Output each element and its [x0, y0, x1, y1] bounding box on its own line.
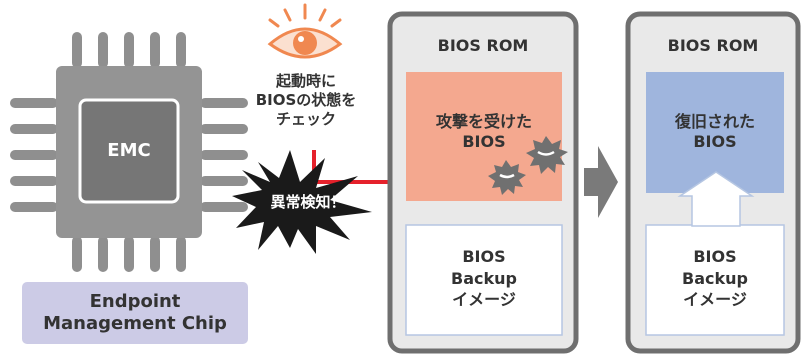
emc-text: EMC [107, 140, 151, 161]
chip-pins-left [10, 98, 58, 212]
monitor-caption: 起動時に BIOSの状態を チェック [246, 72, 366, 128]
attacked-backup-line1: BIOS [462, 247, 506, 266]
restored-bios-line2: BIOS [693, 132, 737, 151]
restored-backup-line2: Backup [682, 268, 748, 288]
restored-backup-block [645, 224, 785, 336]
attacked-backup-line2: Backup [451, 268, 517, 288]
malware-icon [488, 160, 526, 195]
monitor-caption-line1: 起動時に [275, 72, 336, 90]
chip-pins-bottom [72, 236, 186, 272]
attacked-bios-line1: 攻撃を受けた [435, 112, 532, 131]
rom-restored-title: BIOS ROM [667, 36, 759, 55]
restored-bios-text: 復旧された BIOS [646, 112, 784, 152]
restore-arrow [677, 171, 755, 227]
eye-icon [267, 3, 343, 59]
chip-pins-right [200, 98, 248, 212]
restored-backup-line1: BIOS [693, 247, 737, 266]
alert-burst [232, 150, 372, 254]
rom-attacked-title: BIOS ROM [437, 36, 529, 55]
attacked-bios-line2: BIOS [462, 132, 506, 151]
chip-core [78, 98, 180, 204]
malware-icon [526, 136, 568, 174]
chip-name-label: Endpoint Management Chip [22, 282, 248, 344]
alert-text: 異常検知！ [270, 193, 346, 211]
restored-backup-text: BIOS Backup イメージ [646, 246, 784, 311]
chip-pins-top [72, 32, 186, 68]
monitor-caption-line3: チェック [275, 109, 336, 128]
rom-restored [625, 11, 801, 354]
restored-bios-line1: 復旧された [674, 112, 755, 131]
attacked-backup-line3: イメージ [452, 290, 516, 310]
attacked-bios-block [406, 72, 562, 201]
attacked-backup-text: BIOS Backup イメージ [406, 246, 562, 311]
rom-attacked [387, 11, 579, 354]
chip-name-line2: Management Chip [43, 313, 227, 334]
restored-backup-line3: イメージ [683, 290, 747, 310]
attacked-backup-block [405, 224, 563, 336]
flow-arrow [584, 146, 618, 218]
attacked-bios-text: 攻撃を受けた BIOS [406, 112, 562, 152]
emc-chip [10, 32, 248, 272]
monitor-caption-line2: BIOSの状態を [255, 90, 357, 109]
chip-name-line1: Endpoint [89, 291, 181, 313]
